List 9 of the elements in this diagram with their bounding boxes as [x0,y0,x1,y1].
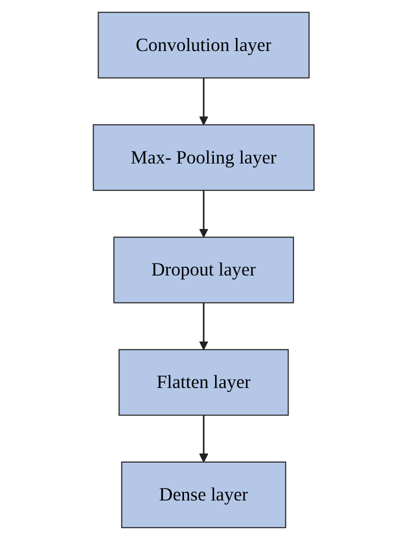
node-box: Convolution layer [98,12,310,78]
arrow [199,78,209,126]
arrow [199,190,209,238]
node-box: Flatten layer [118,349,290,416]
node-box: Dense layer [122,462,286,528]
arrow [199,415,209,462]
node-box: Max- Pooling layer [93,124,315,191]
node-box: Dropout layer [114,236,294,304]
arrow [199,302,209,350]
